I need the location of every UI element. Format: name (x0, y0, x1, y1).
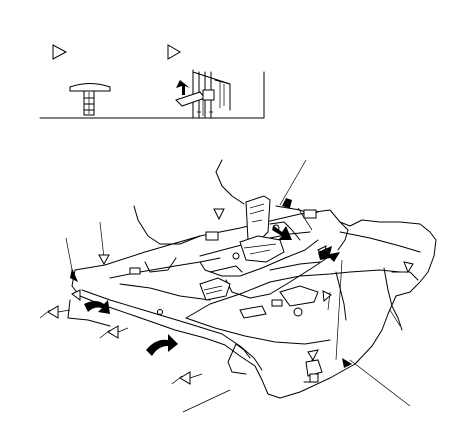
removal-arrow-icon (282, 198, 292, 208)
edge-clips (129, 209, 319, 383)
clip-removal-icon (175, 69, 231, 119)
removal-arrow-icon (84, 300, 110, 314)
triangle-marker-icon (52, 44, 68, 60)
clip-legend (39, 44, 265, 119)
triangle-marker-icon (322, 290, 332, 303)
removal-arrow-icon (318, 246, 340, 262)
legend-frame (39, 71, 265, 119)
triangle-marker-icon (107, 325, 119, 339)
removal-arrows (70, 198, 352, 368)
triangle-marker-icon (71, 289, 81, 301)
removal-arrow-icon (70, 268, 78, 282)
removal-arrow-icon (176, 80, 190, 95)
floor-carpet (67, 159, 437, 399)
push-rivet-clip-icon (69, 83, 111, 116)
triangle-marker-icon (167, 44, 181, 60)
removal-arrow-icon (146, 334, 178, 356)
triangle-marker-icon (98, 254, 110, 266)
triangle-marker-icon (307, 349, 319, 362)
leader-lines (65, 159, 411, 413)
triangle-marker-icon (213, 208, 225, 221)
triangle-marker-icon (403, 261, 414, 274)
triangle-marker-icon (47, 305, 59, 319)
clip-position-markers (39, 208, 414, 385)
triangle-marker-icon (179, 371, 191, 385)
removal-arrow-icon (342, 358, 352, 368)
removal-arrow-icon (272, 226, 292, 240)
